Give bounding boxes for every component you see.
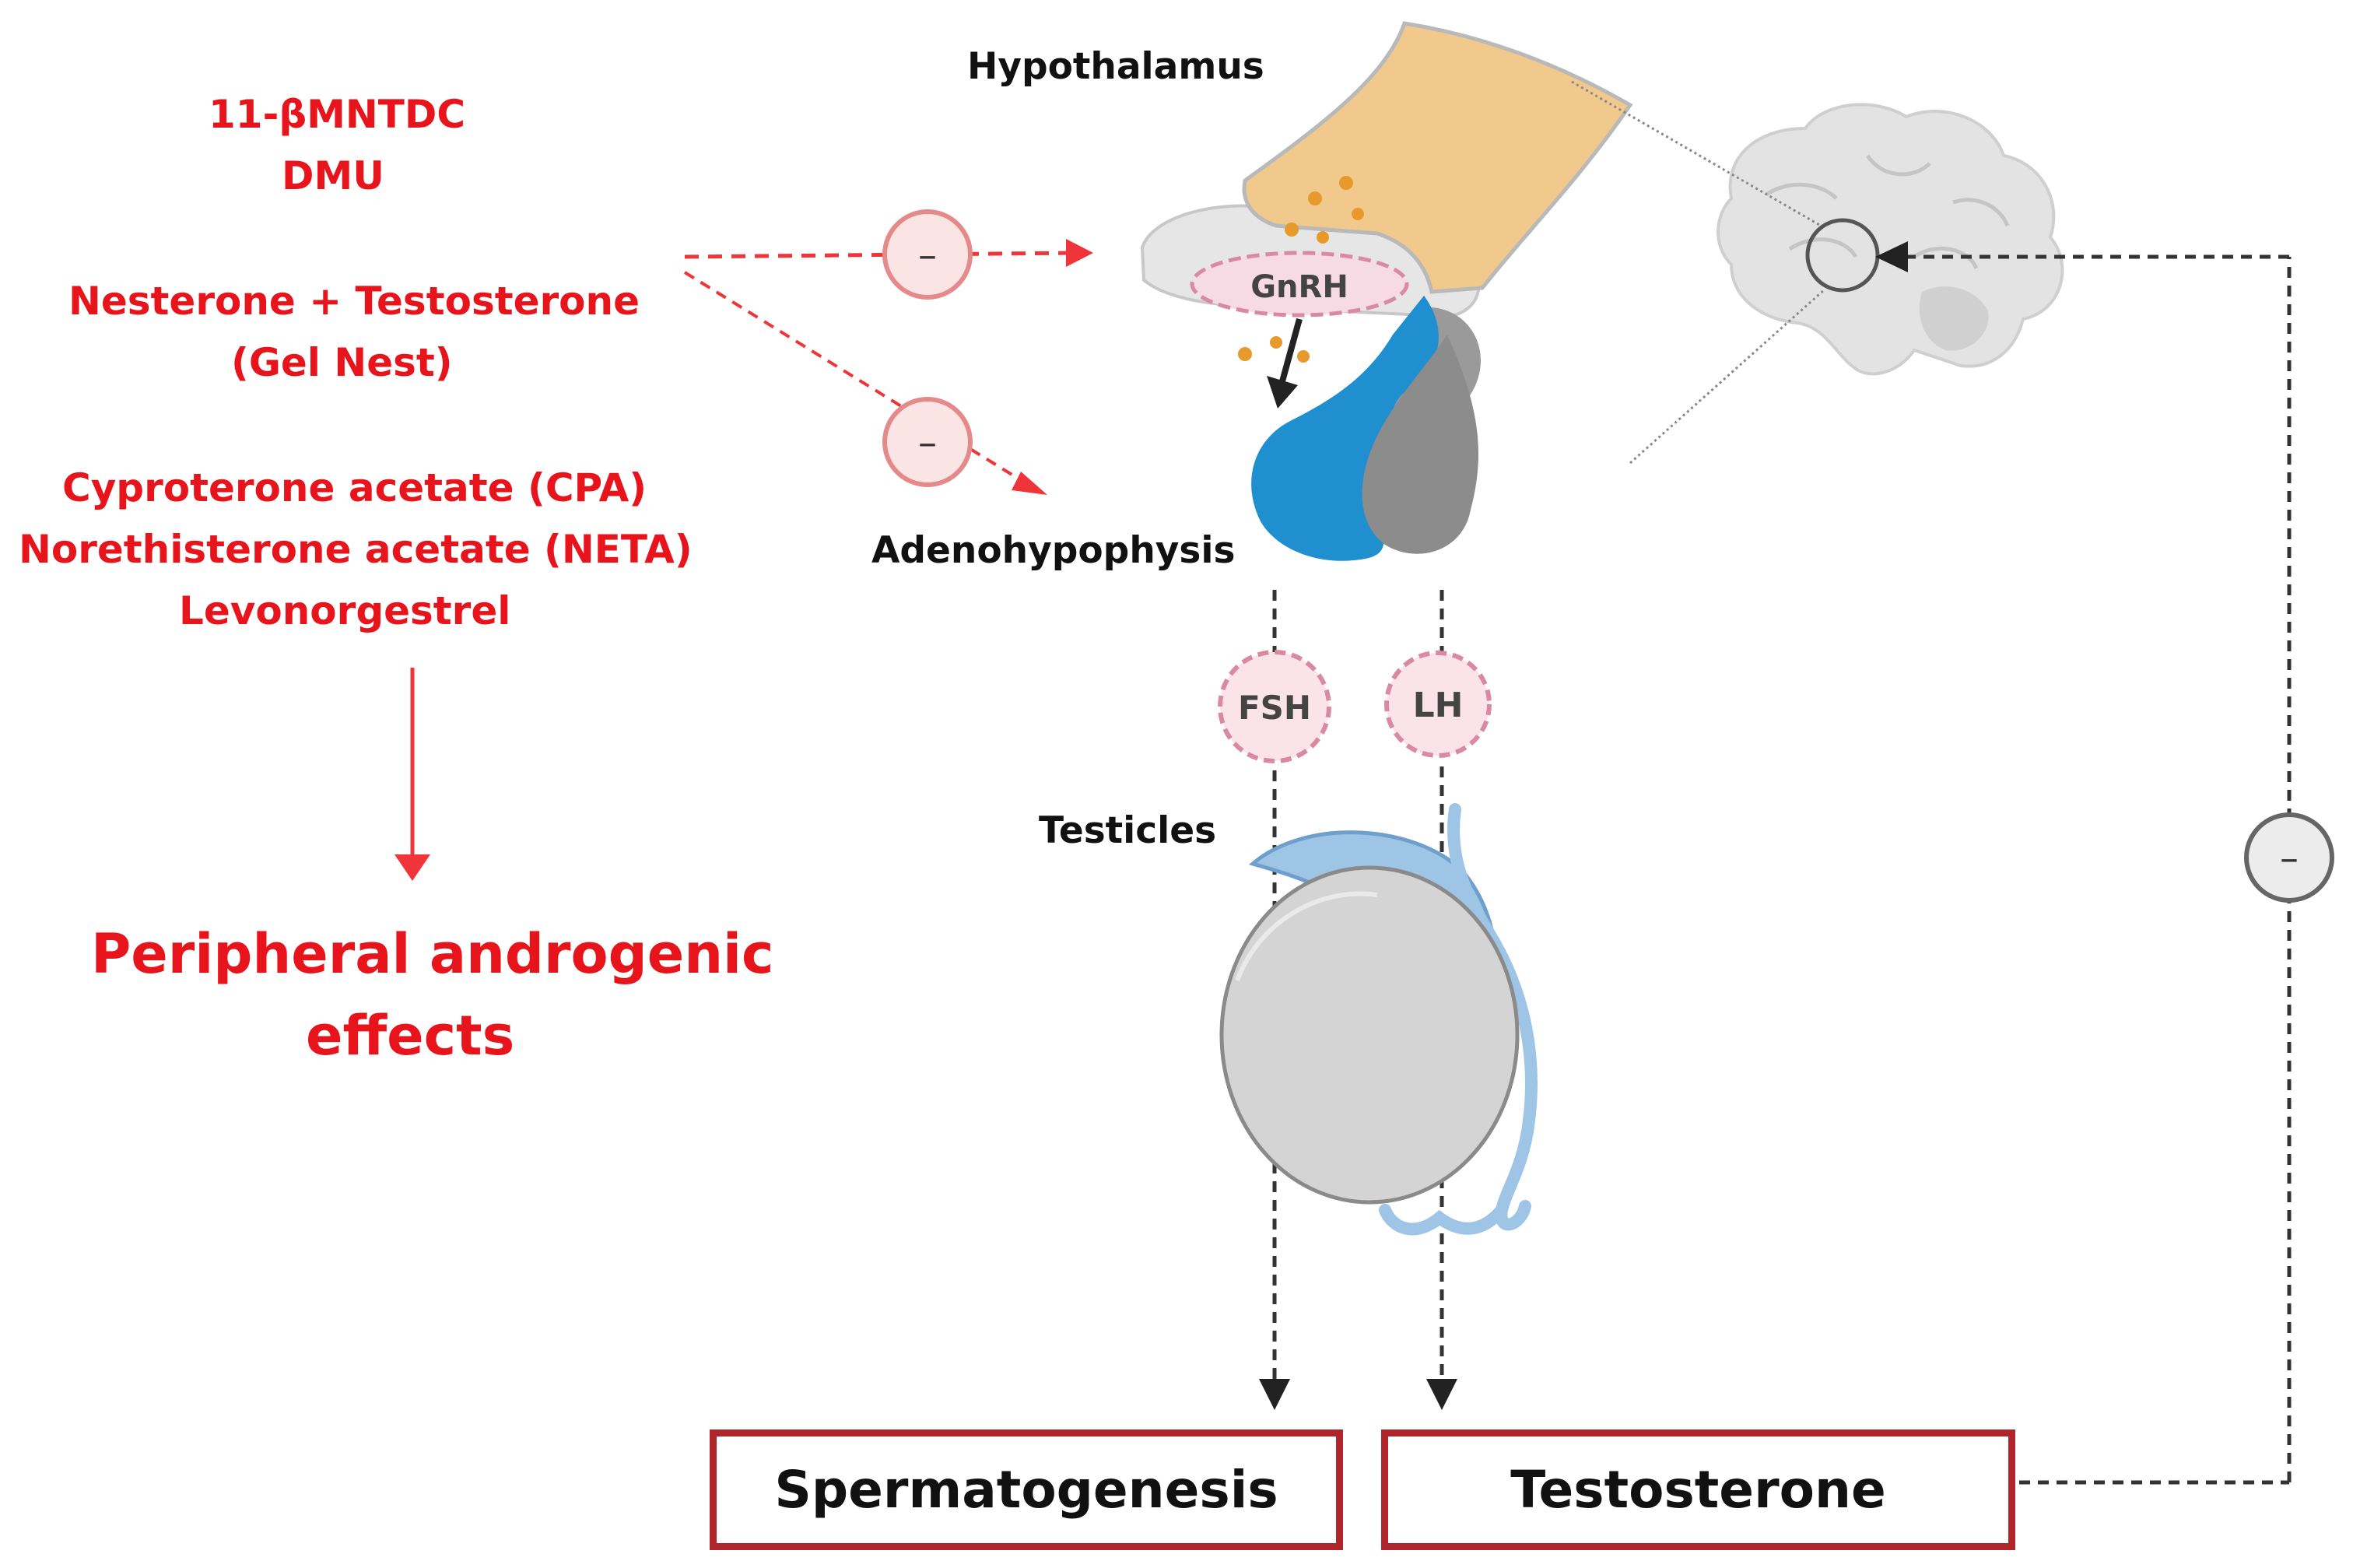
fsh-arrowhead xyxy=(1259,1379,1290,1410)
spermatogenesis-label: Spermatogenesis xyxy=(774,1460,1278,1520)
gnrh-release-arrow xyxy=(1267,317,1303,409)
drug-inhibition-arrows xyxy=(683,239,1093,495)
testosterone-feedback-loop xyxy=(1906,254,2292,1485)
svg-text:GnRH: GnRH xyxy=(1250,269,1348,305)
label-hypothalamus: Hypothalamus xyxy=(967,45,1264,88)
drug-neta: Norethisterone acetate (NETA) xyxy=(19,527,693,572)
drug-gel-nest: (Gel Nest) xyxy=(231,340,453,385)
spermatogenesis-box: Spermatogenesis xyxy=(710,1429,1343,1550)
zoom-guide-lines xyxy=(1571,80,1825,465)
drug-dmu: DMU xyxy=(282,153,384,198)
gnrh-label: GnRH xyxy=(1190,251,1409,317)
testosterone-label: Testosterone xyxy=(1510,1460,1886,1520)
pituitary-illustration xyxy=(1251,296,1482,561)
inhibition-circle-hypothalamus: – xyxy=(882,209,973,300)
label-adenohypophysis: Adenohypophysis xyxy=(871,529,1236,572)
fsh-hormone: FSH xyxy=(1218,650,1331,763)
gnrh-granules xyxy=(1238,176,1364,363)
drug-nesterone-testosterone: Nesterone + Testosterone xyxy=(68,279,640,324)
inhibition-circle-pituitary: – xyxy=(882,397,973,487)
svg-text:FSH: FSH xyxy=(1238,689,1311,727)
lh-hormone: LH xyxy=(1384,651,1492,758)
drug-11bmntdc: 11-βMNTDC xyxy=(209,92,466,137)
drug-levonorgestrel: Levonorgestrel xyxy=(179,588,511,633)
testosterone-box: Testosterone xyxy=(1381,1429,2015,1550)
drug-cpa: Cyproterone acetate (CPA) xyxy=(62,465,647,510)
testis-illustration xyxy=(1219,803,1538,1236)
effect-line-2: effects xyxy=(306,1004,515,1068)
effect-line-1: Peripheral androgenic xyxy=(91,922,774,986)
inhibition-sign: – xyxy=(2280,837,2299,880)
label-testicles: Testicles xyxy=(1039,809,1217,852)
lh-arrowhead xyxy=(1426,1379,1457,1410)
inhibition-circle-feedback: – xyxy=(2244,812,2334,903)
drug-to-effect-arrow xyxy=(395,668,430,881)
brain-illustration xyxy=(1717,103,2064,376)
svg-text:LH: LH xyxy=(1413,686,1464,725)
feedback-arrowhead xyxy=(1875,241,1908,272)
inhibition-sign: – xyxy=(918,421,937,465)
inhibition-sign: – xyxy=(918,233,937,277)
